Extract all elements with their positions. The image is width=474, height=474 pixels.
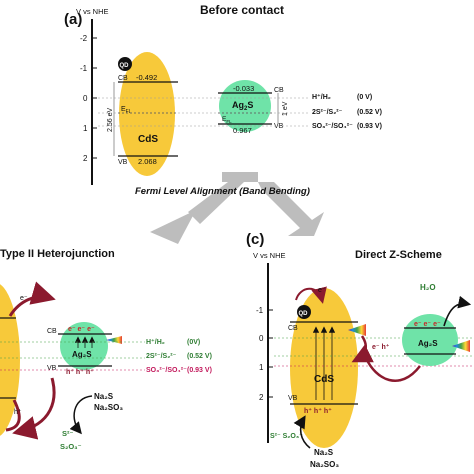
ag2s-cb-value: -0.033 xyxy=(233,84,254,93)
panel-c-label: (c) xyxy=(246,231,264,248)
redox-label-so-b: SO₃²⁻/SO₄²⁻ xyxy=(146,367,187,374)
cds-particle xyxy=(119,52,175,176)
water-label: H₂O xyxy=(420,283,436,292)
reaction-arrow-b xyxy=(69,395,93,435)
reagent-na2s-c: Na₂S xyxy=(314,448,334,457)
redox-value-so: (0.93 V) xyxy=(357,123,382,130)
cds-cb-value: -0.492 xyxy=(136,73,157,82)
redox-label-h-b: H⁺/H₂ xyxy=(146,338,165,346)
cds-efl-label: EFL xyxy=(121,106,132,115)
panel-c-axis-title: V vs NHE xyxy=(253,251,286,260)
redox-value-h-b: (0V) xyxy=(187,339,200,346)
product-s2o3-b: S₂O₃⁻ xyxy=(60,442,82,451)
electron-arrow-c xyxy=(295,286,327,304)
ag2s-cb-label-b: CB xyxy=(47,328,57,335)
tick-label: -1 xyxy=(256,306,264,315)
hole-label-b: h⁺ xyxy=(14,408,22,416)
ag2s-electrons-b: e⁻ e⁻ e⁻ xyxy=(68,326,95,333)
electron-label-b: e⁻ xyxy=(20,295,28,302)
z-scheme-recombination-arrow xyxy=(364,357,421,382)
redox-value-so-b: (0.93 V) xyxy=(187,367,212,374)
redox-value-h: (0 V) xyxy=(357,94,372,101)
qd-dot xyxy=(118,57,132,71)
qd-label-c: QD xyxy=(299,311,309,317)
cds-name-c: CdS xyxy=(314,374,334,385)
hole-transfer-arrow xyxy=(12,377,56,440)
cds-vb-label-c: VB xyxy=(288,395,298,402)
tick-label: 0 xyxy=(259,334,264,343)
redox-label-h: H⁺/H₂ xyxy=(312,93,331,101)
cds-name: CdS xyxy=(138,134,158,145)
electron-label-c: e⁻ xyxy=(318,287,326,294)
cds-cb-label-c: CB xyxy=(288,325,298,332)
redox-label-s: 2S²⁻/S₂²⁻ xyxy=(312,109,343,116)
fermi-arrow-right xyxy=(258,182,324,236)
tick-label: 2 xyxy=(83,154,88,163)
z-scheme-arrow-top xyxy=(351,335,374,363)
tick-label: -2 xyxy=(80,34,88,43)
electron-transfer-arrow xyxy=(8,281,56,317)
redox-value-s-b: (0.52 V) xyxy=(187,353,212,360)
ag2s-name-c: Ag₂S xyxy=(418,339,438,348)
light-beam-icon xyxy=(348,324,366,336)
ag2s-vb-value: 0.967 xyxy=(233,126,252,135)
light-beam-icon xyxy=(106,336,122,344)
fermi-label: Fermi Level Alignment (Band Bending) xyxy=(135,186,310,197)
tick-label: 2 xyxy=(259,393,264,402)
panel-a-axis-title: V vs NHE xyxy=(76,7,109,16)
tick-label: -1 xyxy=(80,64,88,73)
redox-value-s: (0.52 V) xyxy=(357,109,382,116)
cds-cb-label: CB xyxy=(118,75,128,82)
ag2s-efl-label: EFL xyxy=(222,116,232,124)
cds-vb-value: 2.068 xyxy=(138,157,157,166)
ag2s-holes-b: h⁺ h⁺ h⁺ xyxy=(66,368,94,376)
fermi-arrow-left xyxy=(188,172,258,224)
ag2s-electrons-c: e⁻ e⁻ e⁻ xyxy=(414,321,441,328)
recombination-label: e⁻ h⁺ xyxy=(372,343,390,351)
reaction-arrow-c xyxy=(293,415,311,449)
cds-holes-c: h⁺ h⁺ h⁺ xyxy=(304,407,332,415)
panel-a-title: Before contact xyxy=(200,3,284,17)
reagent-na2s-b: Na₂S xyxy=(94,392,114,401)
tick-label: 1 xyxy=(83,124,88,133)
panel-b-title: Type II Heterojunction xyxy=(0,248,115,260)
light-beam-icon xyxy=(452,340,470,352)
ag2s-gap-label: 1 eV xyxy=(282,101,289,116)
redox-label-s-b: 2S²⁻/S₂²⁻ xyxy=(146,353,177,360)
qd-dot-c xyxy=(297,305,311,319)
ag2s-cb-label: CB xyxy=(274,87,284,94)
products-c: S²⁻ S₂O₃⁻ xyxy=(270,433,303,440)
panel-c-title: Direct Z-Scheme xyxy=(355,249,442,261)
redox-label-so: SO₃²⁻/SO₄²⁻ xyxy=(312,123,353,130)
ag2s-name: Ag2S xyxy=(232,100,253,112)
ag2s-name-b: Ag₂S xyxy=(72,350,92,359)
product-s-b: S²⁻ xyxy=(62,429,74,438)
fermi-arrow-left-head xyxy=(150,210,196,244)
tick-label: 0 xyxy=(83,94,88,103)
ag2s-vb-label: VB xyxy=(274,123,284,130)
water-reduction-arrow xyxy=(443,295,472,327)
ag2s-particle-c xyxy=(402,314,458,366)
tick-label: 1 xyxy=(259,363,264,372)
cds-vb-label: VB xyxy=(118,159,128,166)
reagent-na2so3-c: Na₂SO₃ xyxy=(310,460,339,469)
qd-label: QD xyxy=(120,63,130,69)
panel-a-label: (a) xyxy=(64,11,82,28)
cds-gap-label: 2.56 eV xyxy=(107,108,114,132)
ag2s-vb-label-b: VB xyxy=(47,365,57,372)
reagent-na2so3-b: Na₂SO₃ xyxy=(94,403,123,412)
